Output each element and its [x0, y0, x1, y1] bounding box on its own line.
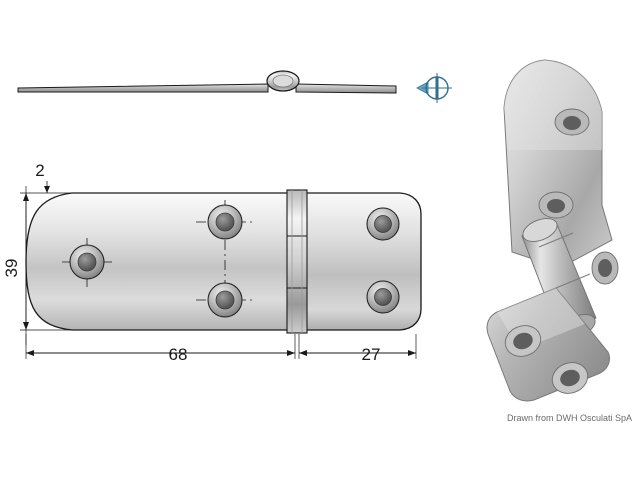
- iso-knuckle-cap: [522, 218, 558, 242]
- drawing-credit: Drawn from DWH Osculati SpA: [507, 413, 632, 423]
- dim-arrow-68-left: [26, 350, 34, 356]
- iso-hole-upper: [554, 108, 590, 136]
- iso-knuckle-split-2: [555, 273, 591, 289]
- edge-view-right-leaf: [295, 83, 397, 94]
- iso-knuckle-split-1: [538, 232, 574, 248]
- plan-hole-right-upper: [366, 207, 400, 241]
- plan-hole-right-lower: [366, 280, 400, 314]
- iso-flat-hole-left: [504, 325, 542, 357]
- plan-hole-lower-mid: [207, 282, 243, 318]
- iso-hole-middle: [538, 191, 574, 219]
- iso-hole-right: [591, 251, 619, 285]
- dim-text-thickness: 2: [35, 161, 44, 180]
- plan-view: [25, 189, 422, 334]
- plan-hole-upper-mid: [207, 204, 243, 240]
- dim-arrow-68-right: [287, 350, 295, 356]
- edge-view-pin: [272, 74, 294, 88]
- dim-text-height: 39: [2, 259, 21, 278]
- iso-upright-highlight: [504, 60, 602, 150]
- dim-arrow-27-left: [299, 350, 307, 356]
- isometric-view: [486, 59, 619, 402]
- dim-text-length-right: 27: [362, 345, 381, 364]
- dimension-annotations: [20, 181, 417, 359]
- dim-arrow-thickness: [44, 186, 50, 193]
- plan-left-leaf: [25, 192, 289, 331]
- dim-arrow-27-right: [408, 350, 416, 356]
- dim-arrow-height-top: [23, 193, 29, 201]
- plan-right-leaf: [305, 192, 422, 331]
- plan-knuckle-band: [286, 189, 308, 334]
- plan-hole-nose: [69, 244, 105, 280]
- edge-view-left-leaf: [17, 83, 269, 93]
- edge-view: [17, 70, 397, 94]
- first-angle-projection-symbol: [416, 73, 452, 103]
- dim-arrow-height-bottom: [23, 322, 29, 330]
- iso-flat-hole-right: [551, 362, 589, 394]
- dim-text-length-left: 68: [169, 345, 188, 364]
- iso-upright-leaf: [503, 59, 613, 269]
